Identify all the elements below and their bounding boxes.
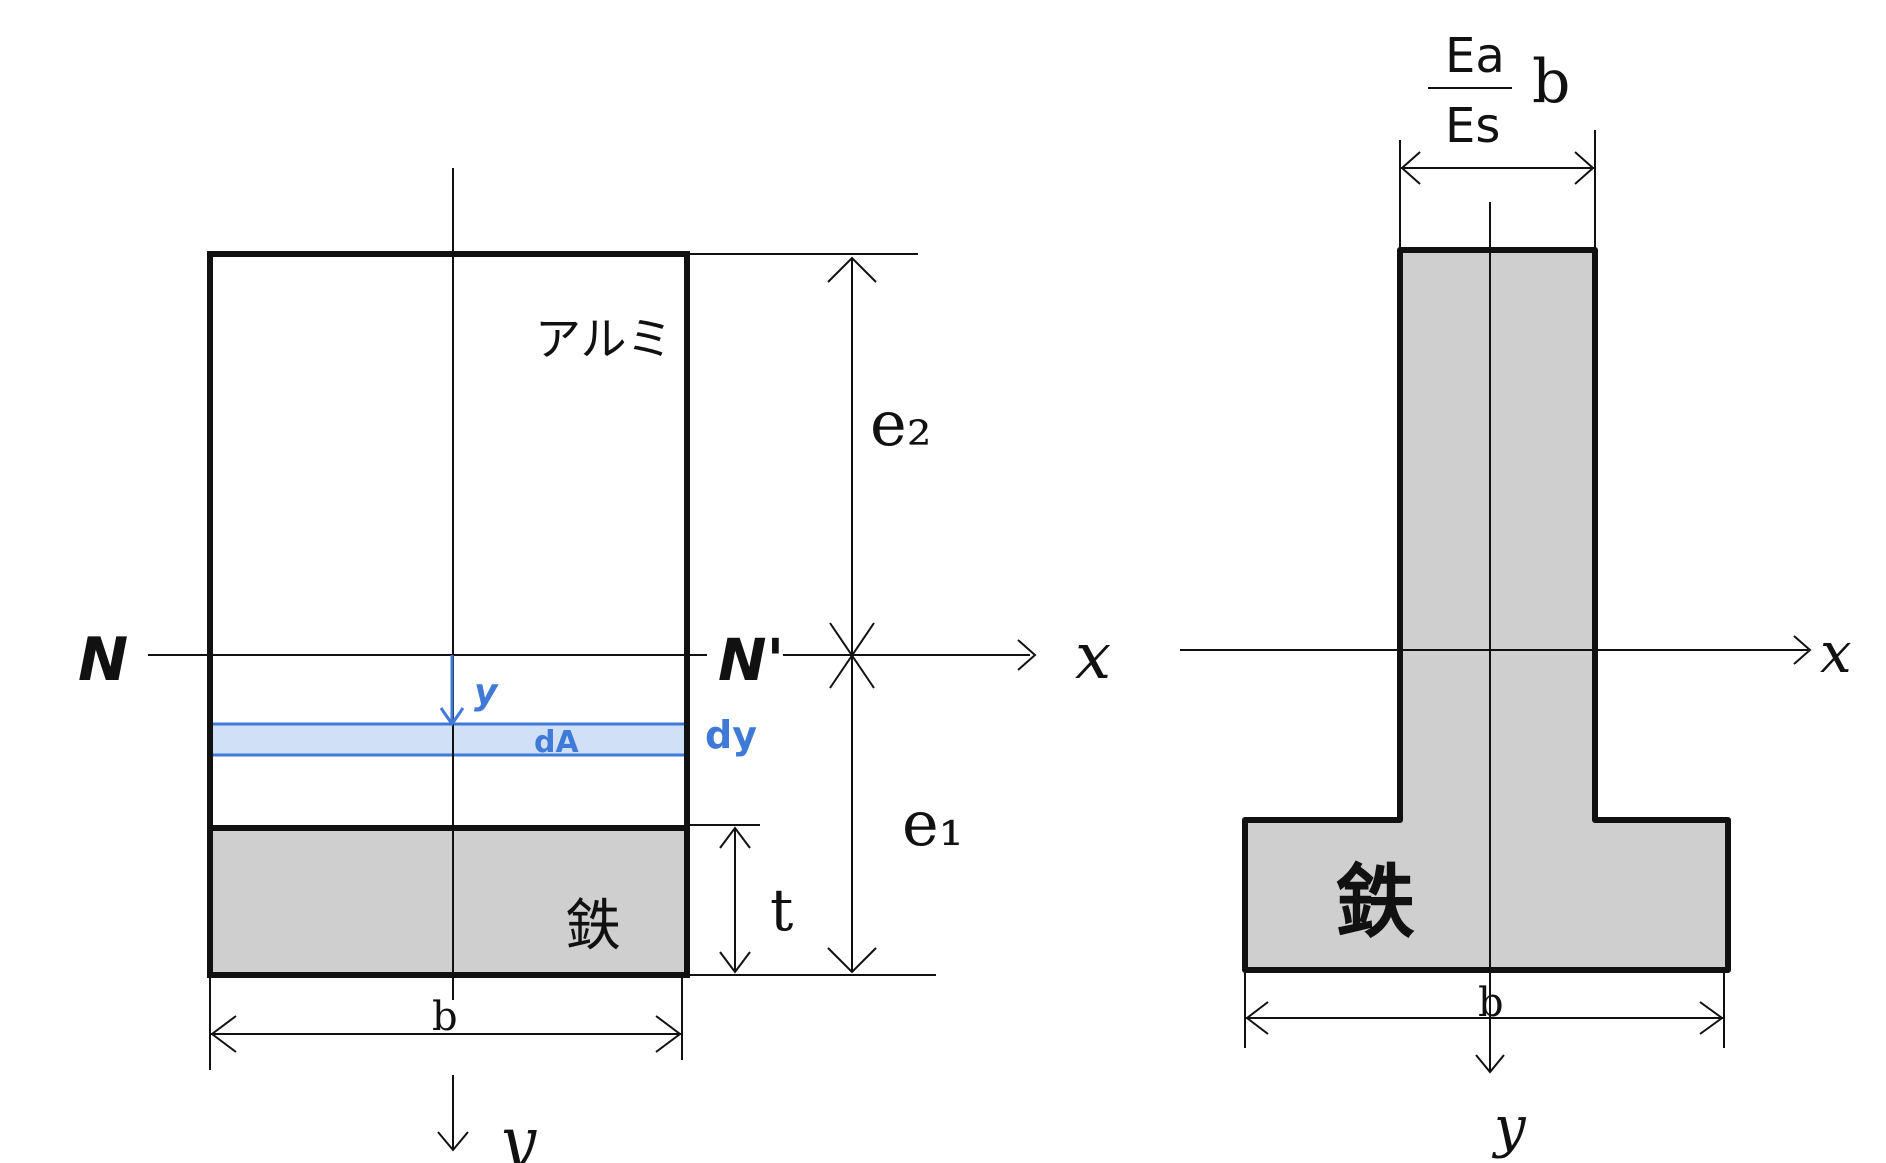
right-t-section-outline bbox=[1242, 247, 1731, 973]
right-b-left-arrow bbox=[1245, 1001, 1269, 1035]
strip-y-arrow-head bbox=[439, 707, 465, 727]
right-b-right-arrow bbox=[1699, 1001, 1724, 1035]
neutral-label-left: N bbox=[78, 625, 128, 695]
right-y-axis-label: y bbox=[1491, 1095, 1527, 1160]
t-bottom-arrow bbox=[719, 951, 751, 974]
top-width-left-arrow bbox=[1400, 151, 1421, 185]
neutral-label-right: N' bbox=[718, 626, 784, 694]
right-transformed-section: Ea Es b 鉄 x y b bbox=[1180, 28, 1852, 1160]
width-ratio-numerator: Ea bbox=[1445, 28, 1505, 84]
left-b-left-arrow bbox=[210, 1015, 237, 1053]
left-steel-label: 鉄 bbox=[565, 894, 621, 959]
right-y-arrow-head bbox=[1475, 1054, 1505, 1074]
e1-label: e₁ bbox=[902, 787, 964, 860]
width-ratio-factor: b bbox=[1532, 47, 1570, 117]
x-axis-arrow-head bbox=[1017, 639, 1037, 671]
left-b-label: b bbox=[432, 994, 458, 1040]
left-section-outline bbox=[207, 251, 690, 978]
e2-top-arrow bbox=[827, 256, 877, 283]
top-width-right-arrow bbox=[1574, 151, 1595, 185]
left-x-axis-label: x bbox=[1075, 620, 1111, 694]
width-ratio-denominator: Es bbox=[1445, 98, 1500, 154]
e2-label: e₂ bbox=[870, 387, 932, 460]
strip-y-label: y bbox=[474, 672, 499, 713]
aluminum-label: アルミ bbox=[535, 312, 673, 366]
neutral-cross-mark bbox=[829, 622, 875, 689]
left-steel-region bbox=[210, 828, 687, 975]
strip-dy-label: dy bbox=[705, 713, 757, 757]
right-steel-label: 鉄 bbox=[1335, 856, 1415, 949]
right-x-arrow-head bbox=[1793, 635, 1812, 665]
left-y-arrow-head bbox=[437, 1131, 469, 1152]
right-t-section-fill bbox=[1245, 250, 1728, 970]
left-y-axis-label: y bbox=[497, 1105, 537, 1163]
e1-bottom-arrow bbox=[827, 947, 877, 974]
right-x-axis-label: x bbox=[1820, 621, 1852, 686]
t-label: t bbox=[770, 876, 793, 944]
right-b-label: b bbox=[1478, 980, 1504, 1026]
left-cross-section: アルミ 鉄 N N' x y e₂ e₁ t b y dA dy bbox=[78, 168, 1111, 1163]
strip-da-label: dA bbox=[534, 725, 579, 760]
da-strip bbox=[210, 724, 687, 755]
left-b-right-arrow bbox=[655, 1015, 682, 1053]
t-top-arrow bbox=[719, 826, 751, 849]
